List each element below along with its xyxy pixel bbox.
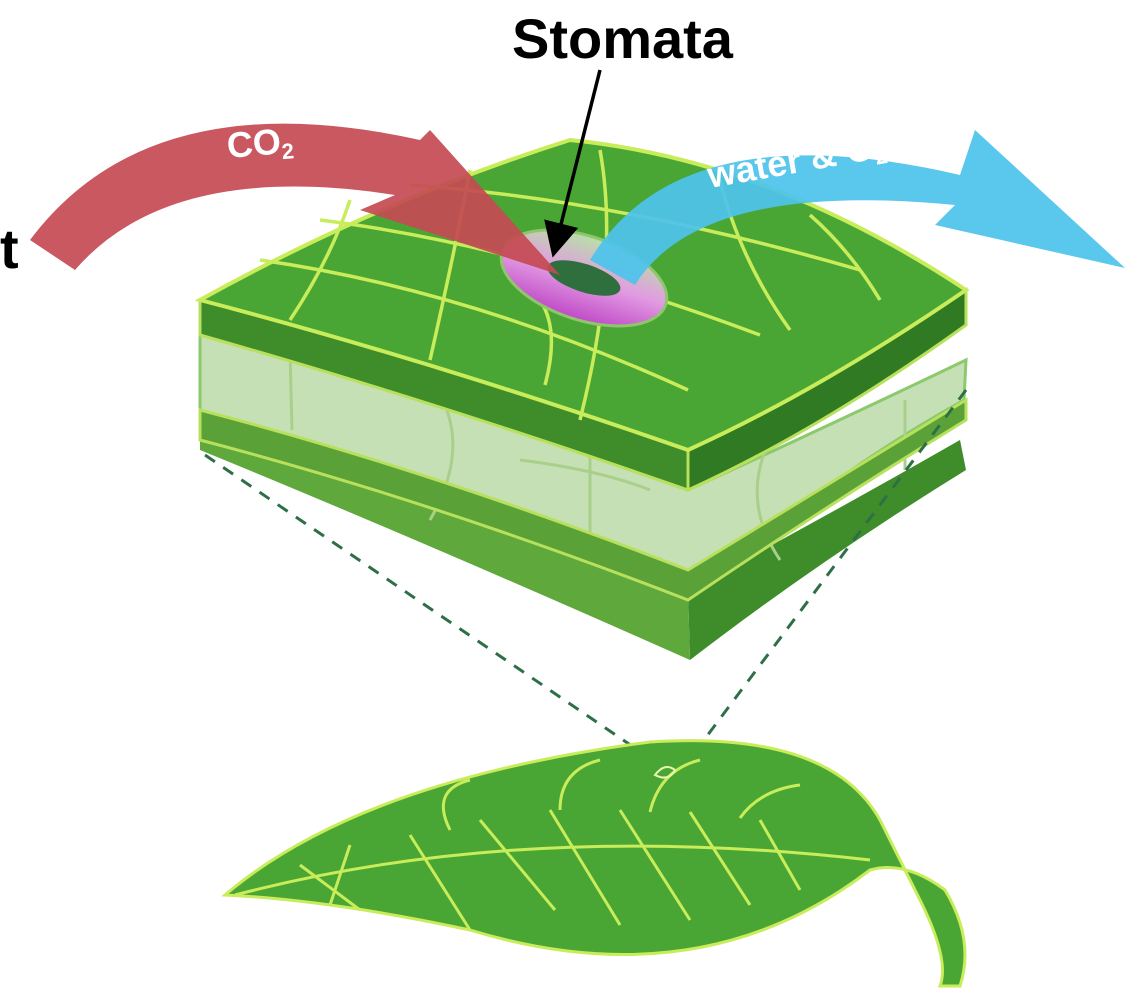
co2-subscript: 2 — [281, 138, 295, 164]
leaf — [225, 741, 965, 986]
cut-off-left-label: t — [0, 217, 19, 280]
stomata-label: Stomata — [512, 7, 734, 70]
co2-label: CO — [225, 120, 282, 166]
leaf-cross-section — [200, 140, 966, 660]
